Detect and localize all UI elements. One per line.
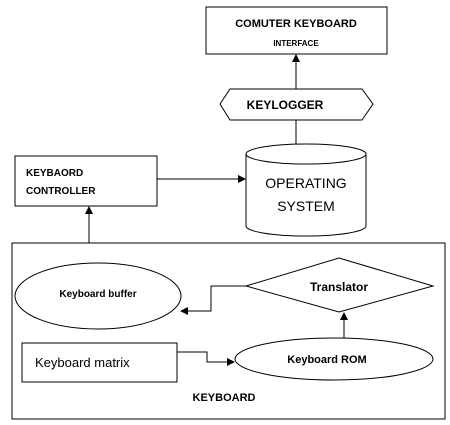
os-node: OPERATING SYSTEM xyxy=(245,143,367,237)
interface-label-line2: INTERFACE xyxy=(273,39,319,48)
interface-label-line1: COMUTER KEYBOARD xyxy=(235,18,357,30)
controller-label-line1: KEYBAORD xyxy=(26,168,83,179)
arrow-translator-to-buffer xyxy=(180,285,246,315)
keylogger-label: KEYLOGGER xyxy=(247,98,324,112)
os-label-line1: OPERATING xyxy=(265,175,346,191)
rom-node: Keyboard ROM xyxy=(234,337,434,381)
controller-label-line2: CONTROLLER xyxy=(26,186,96,197)
translator-label: Translator xyxy=(310,280,368,294)
interface-node: COMUTER KEYBOARD INTERFACE xyxy=(205,6,388,55)
keylogger-node: KEYLOGGER xyxy=(219,88,374,121)
rom-label: Keyboard ROM xyxy=(287,354,366,366)
matrix-label: Keyboard matrix xyxy=(35,355,130,370)
os-label-line2: SYSTEM xyxy=(277,198,335,214)
matrix-node: Keyboard matrix xyxy=(21,342,178,383)
translator-node: Translator xyxy=(244,257,435,313)
buffer-label: Keyboard buffer xyxy=(59,289,136,300)
arrow-matrix-to-rom xyxy=(177,351,235,366)
controller-node: KEYBAORD CONTROLLER xyxy=(14,155,158,207)
buffer-node: Keyboard buffer xyxy=(14,262,182,330)
keyboard-group-label: KEYBOARD xyxy=(193,392,256,404)
